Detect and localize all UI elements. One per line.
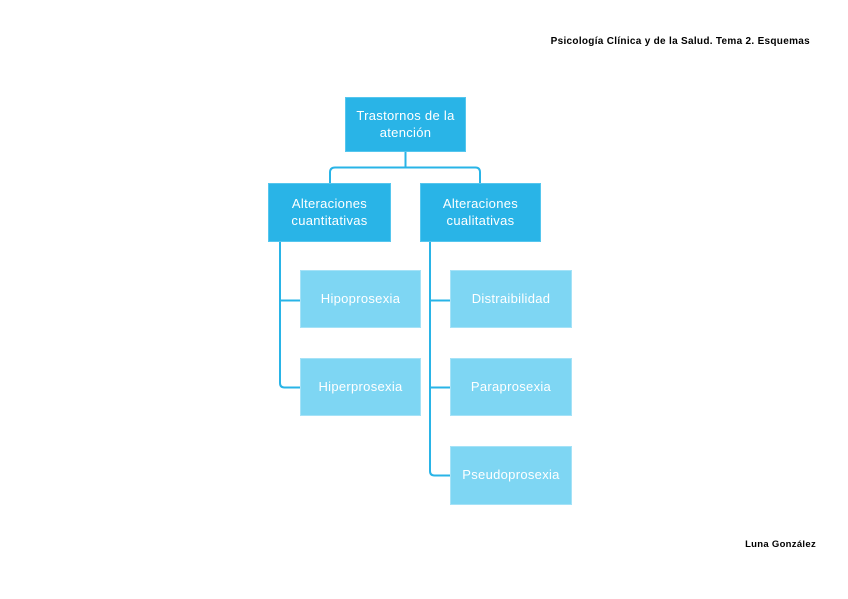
node-alteraciones-cualitativas: Alteraciones cualitativas: [420, 183, 541, 242]
page-footer-author: Luna González: [745, 539, 816, 550]
node-paraprosexia: Paraprosexia: [450, 358, 572, 416]
node-label: Hiperprosexia: [318, 378, 403, 394]
connector-left-branch: [279, 242, 300, 389]
node-label: Hipoprosexia: [320, 290, 401, 306]
node-label: Distraibilidad: [471, 290, 551, 306]
node-label: Pseudoprosexia: [462, 467, 560, 483]
node-pseudoprosexia: Pseudoprosexia: [450, 446, 572, 505]
node-trastornos-de-la-atencion: Trastornos de la atención: [345, 97, 466, 152]
node-label: Alteraciones cuantitativas: [291, 195, 368, 228]
page-header: Psicología Clínica y de la Salud. Tema 2…: [550, 36, 810, 47]
node-label: Alteraciones cualitativas: [442, 195, 519, 228]
node-distraibilidad: Distraibilidad: [450, 270, 572, 328]
node-hiperprosexia: Hiperprosexia: [300, 358, 421, 416]
connector-root-branch-bar: [329, 166, 481, 183]
connector-right-branch: [429, 242, 450, 477]
node-hipoprosexia: Hipoprosexia: [300, 270, 421, 328]
node-label: Paraprosexia: [470, 378, 552, 394]
node-alteraciones-cuantitativas: Alteraciones cuantitativas: [268, 183, 391, 242]
node-label: Trastornos de la atención: [356, 107, 455, 140]
